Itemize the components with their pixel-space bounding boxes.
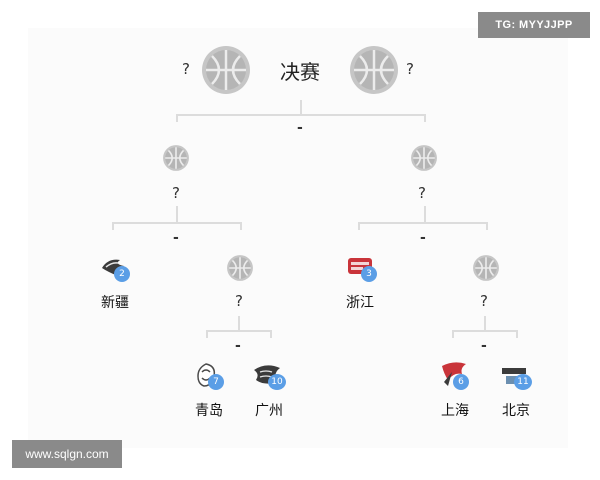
team-name-guangzhou: 广州 [255, 403, 283, 419]
team-name-qingdao: 青岛 [195, 403, 223, 419]
watermark-bottom-left: www.sqlgn.com [12, 440, 122, 468]
bracket-line [452, 330, 518, 332]
bracket-line [424, 206, 426, 224]
bracket-line [358, 222, 488, 224]
quarterfinal-right-winner: ? [480, 292, 488, 310]
basketball-icon [472, 254, 500, 282]
seed-badge: 3 [361, 266, 377, 282]
bracket-line [112, 222, 242, 224]
quarterfinal-right-score: - [481, 338, 487, 354]
bracket-panel [28, 28, 568, 448]
semifinal-left-score: - [173, 230, 179, 246]
bracket-line [206, 330, 272, 332]
bracket-line [452, 330, 454, 338]
final-left-team: ? [182, 60, 190, 78]
basketball-icon [162, 144, 190, 172]
bracket-line [240, 222, 242, 230]
seed-badge: 10 [268, 374, 286, 390]
basketball-icon [226, 254, 254, 282]
team-name-beijing: 北京 [502, 403, 530, 419]
final-title: 决赛 [280, 60, 320, 84]
shanghai-team-logo [438, 360, 468, 388]
team-name-xinjiang: 新疆 [101, 295, 129, 311]
final-score: - [297, 120, 303, 136]
basketball-icon [348, 44, 400, 96]
seed-badge: 11 [514, 374, 532, 390]
bracket-line [206, 330, 208, 338]
bracket-line [176, 114, 426, 116]
bracket-line [484, 316, 486, 332]
seed-badge: 2 [114, 266, 130, 282]
bracket-line [358, 222, 360, 230]
bracket-line [486, 222, 488, 230]
seed-badge: 6 [453, 374, 469, 390]
quarterfinal-left-winner: ? [235, 292, 243, 310]
basketball-icon [200, 44, 252, 96]
basketball-icon [410, 144, 438, 172]
team-name-zhejiang: 浙江 [346, 295, 374, 311]
bracket-line [300, 100, 302, 114]
quarterfinal-left-score: - [235, 338, 241, 354]
semifinal-right-score: - [420, 230, 426, 246]
semifinal-left-team: ? [172, 184, 180, 202]
seed-badge: 7 [208, 374, 224, 390]
bracket-line [112, 222, 114, 230]
team-name-shanghai: 上海 [441, 403, 469, 419]
xinjiang-team-logo [100, 256, 126, 278]
bracket-line [238, 316, 240, 332]
bracket-line [176, 114, 178, 122]
bracket-line [270, 330, 272, 338]
final-right-team: ? [406, 60, 414, 78]
bracket-line [516, 330, 518, 338]
watermark-top-right: TG: MYYJJPP [478, 12, 590, 38]
semifinal-right-team: ? [418, 184, 426, 202]
bracket-line [176, 206, 178, 224]
bracket-line [424, 114, 426, 122]
